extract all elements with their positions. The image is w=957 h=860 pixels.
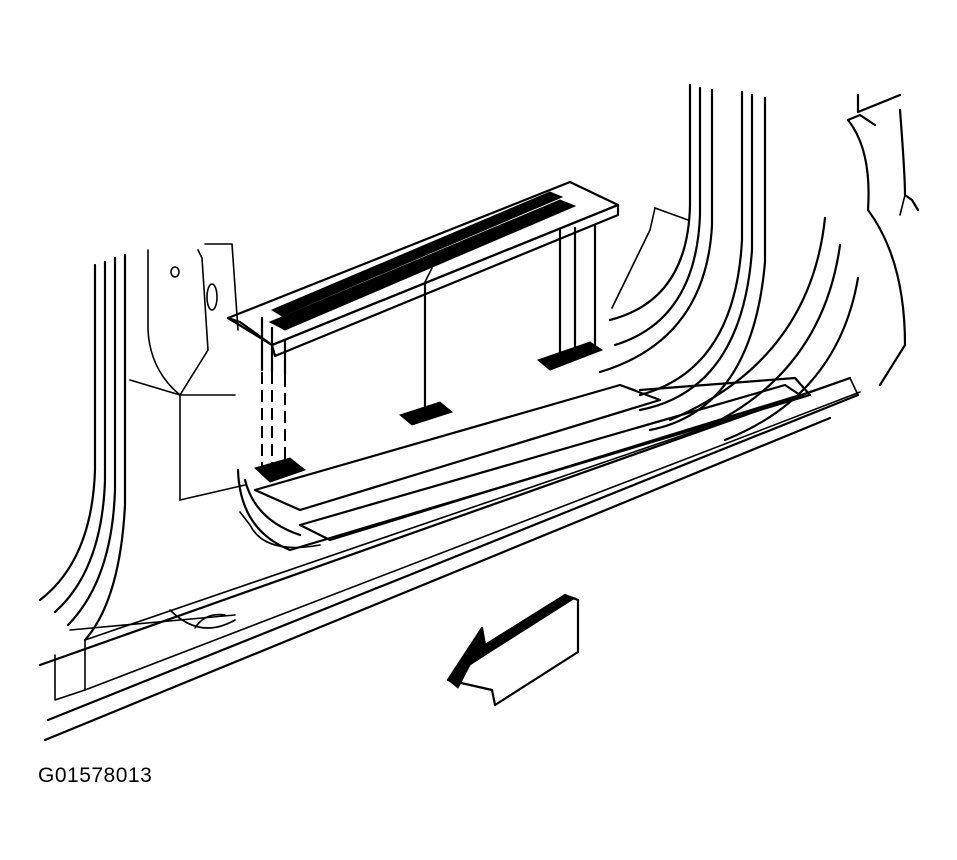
forward-direction-arrow-icon	[446, 593, 580, 707]
mounting-clips	[254, 341, 604, 483]
alignment-guides	[261, 225, 596, 478]
rear-quarter-panel	[846, 93, 920, 387]
door-opening-frame	[598, 83, 860, 442]
left-pillar	[38, 243, 246, 642]
step-surface	[236, 376, 812, 552]
rocker-panel	[38, 376, 861, 742]
figure-id-label: G01578013	[38, 764, 153, 787]
